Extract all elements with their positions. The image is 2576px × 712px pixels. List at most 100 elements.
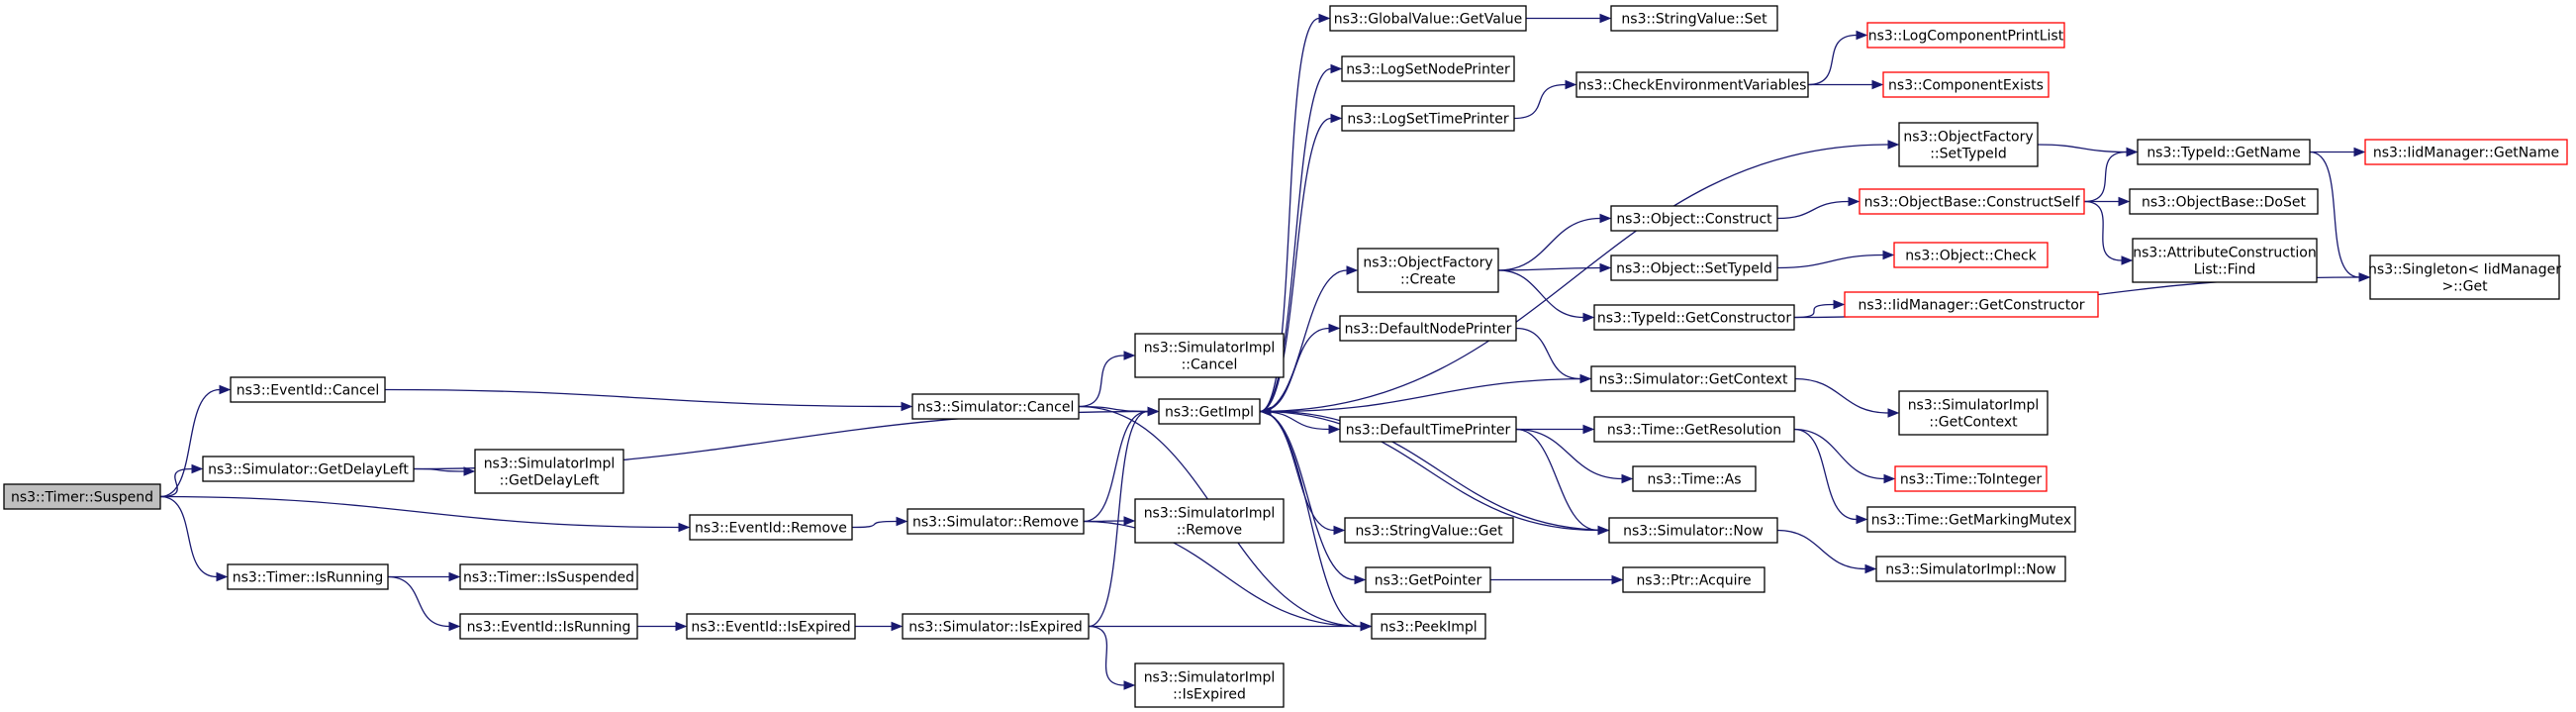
arrowhead-icon	[1856, 30, 1868, 41]
node-objectbase_doset[interactable]: ns3::ObjectBase::DoSet	[2129, 188, 2319, 215]
node-typeid_getconstructor[interactable]: ns3::TypeId::GetConstructor	[1593, 304, 1795, 331]
arrowhead-icon	[1147, 406, 1160, 417]
node-logsettimeprinter[interactable]: ns3::LogSetTimePrinter	[1341, 105, 1515, 132]
node-logsetnodeprinter[interactable]: ns3::LogSetNodePrinter	[1341, 55, 1515, 82]
node-eventid_remove[interactable]: ns3::EventId::Remove	[689, 514, 853, 541]
node-box	[202, 456, 415, 482]
node-sim_cancel[interactable]: ns3::Simulator::Cancel	[911, 393, 1080, 420]
node-box	[230, 376, 386, 403]
node-box	[1365, 566, 1491, 593]
node-eventid_isexpired[interactable]: ns3::EventId::IsExpired	[686, 613, 856, 640]
node-defaultnodeprinter[interactable]: ns3::DefaultNodePrinter	[1339, 315, 1517, 342]
node-box	[1866, 506, 2076, 533]
arrowhead-icon	[2353, 147, 2366, 157]
node-iidmanager_getconstructor[interactable]: ns3::IidManager::GetConstructor	[1844, 291, 2099, 318]
node-globalvalue_getvalue[interactable]: ns3::GlobalValue::GetValue	[1329, 5, 1527, 32]
edge-objectbase_constructself-to-attrconstructionlist_find	[2083, 200, 2134, 265]
edge-objectbase_constructself-to-typeid_getname	[2083, 147, 2139, 203]
node-eventid_cancel[interactable]: ns3::EventId::Cancel	[230, 376, 386, 403]
node-objectbase_constructself[interactable]: ns3::ObjectBase::ConstructSelf	[1859, 188, 2085, 215]
edge-defaultnodeprinter-to-sim_getcontext	[1515, 327, 1592, 384]
node-box	[2129, 188, 2319, 215]
node-singleton_get[interactable]: ns3::Singleton< IidManager >::Get	[2368, 254, 2561, 300]
node-getimpl[interactable]: ns3::GetImpl	[1158, 398, 1261, 425]
node-box	[1893, 242, 2049, 268]
edge-sim_getcontext-to-getimpl	[1259, 377, 1592, 417]
node-stringvalue_set[interactable]: ns3::StringValue::Set	[1610, 5, 1778, 32]
edge-line	[1270, 377, 1592, 413]
node-sim_getcontext[interactable]: ns3::Simulator::GetContext	[1590, 365, 1796, 392]
arrowhead-icon	[1864, 563, 1877, 574]
edge-line	[1259, 410, 1599, 532]
node-time_tointeger[interactable]: ns3::Time::ToInteger	[1894, 465, 2048, 492]
node-box	[1610, 205, 1778, 232]
node-time_getresolution[interactable]: ns3::Time::GetResolution	[1593, 416, 1795, 443]
node-box	[1134, 662, 1285, 708]
node-object_check[interactable]: ns3::Object::Check	[1893, 242, 2049, 268]
edge-objfactory_create-to-object_construct	[1497, 213, 1612, 271]
edge-line	[1807, 34, 1858, 86]
node-simimpl_now[interactable]: ns3::SimulatorImpl::Now	[1875, 556, 2066, 582]
node-simimpl_getcontext[interactable]: ns3::SimulatorImpl::GetContext	[1898, 390, 2049, 436]
edge-eventid_isexpired-to-sim_isexpired	[855, 621, 904, 632]
node-simimpl_remove[interactable]: ns3::SimulatorImpl::Remove	[1134, 498, 1285, 544]
edge-line	[1270, 410, 1610, 532]
node-simimpl_getdelayleft[interactable]: ns3::SimulatorImpl::GetDelayLeft	[474, 449, 624, 494]
arrowhead-icon	[1360, 621, 1373, 632]
arrowhead-icon	[1856, 514, 1868, 525]
node-logcomponentprintlist[interactable]: ns3::LogComponentPrintList	[1866, 22, 2065, 49]
node-label: ns3::LogSetNodePrinter	[1346, 62, 1510, 78]
node-label: ::Create	[1400, 272, 1456, 288]
node-componentexists[interactable]: ns3::ComponentExists	[1882, 71, 2050, 98]
node-ptr_acquire[interactable]: ns3::Ptr::Acquire	[1622, 566, 1765, 593]
node-sim_isexpired[interactable]: ns3::Simulator::IsExpired	[902, 613, 1090, 640]
node-sim_now[interactable]: ns3::Simulator::Now	[1608, 517, 1778, 544]
node-time_as[interactable]: ns3::Time::As	[1632, 465, 1757, 492]
node-box	[1341, 105, 1515, 132]
node-timer_isrunning[interactable]: ns3::Timer::IsRunning	[227, 563, 389, 590]
node-typeid_getname[interactable]: ns3::TypeId::GetName	[2137, 139, 2311, 165]
node-label: ns3::GetPointer	[1375, 573, 1482, 589]
node-checkenvvars[interactable]: ns3::CheckEnvironmentVariables	[1575, 71, 1809, 98]
node-sim_remove[interactable]: ns3::Simulator::Remove	[906, 508, 1085, 535]
node-stringvalue_get[interactable]: ns3::StringValue::Get	[1344, 517, 1514, 544]
node-label: ns3::EventId::Remove	[695, 521, 847, 537]
edge-getimpl-to-objfactory_settypeid	[1259, 140, 1900, 413]
node-box	[459, 563, 638, 590]
edge-logsettimeprinter-to-checkenvvars	[1513, 79, 1577, 120]
arrowhead-icon	[1333, 525, 1346, 536]
node-label: ns3::Timer::Suspend	[11, 490, 153, 506]
node-box	[1875, 556, 2066, 582]
node-label: ::GetDelayLeft	[500, 473, 600, 489]
edge-object_settypeid-to-object_check	[1776, 250, 1895, 269]
edge-suspend-to-eventid_remove	[159, 495, 691, 533]
arrowhead-icon	[1887, 140, 1900, 150]
edge-sim_isexpired-to-getimpl	[1088, 406, 1160, 628]
node-time_getmarkingmutex[interactable]: ns3::Time::GetMarkingMutex	[1866, 506, 2076, 533]
node-getpointer[interactable]: ns3::GetPointer	[1365, 566, 1491, 593]
node-object_settypeid[interactable]: ns3::Object::SetTypeId	[1610, 254, 1778, 281]
node-box	[1866, 22, 2065, 49]
node-objfactory_settypeid[interactable]: ns3::ObjectFactory::SetTypeId	[1898, 122, 2039, 167]
edge-line	[1515, 428, 1623, 480]
node-eventid_isrunning[interactable]: ns3::EventId::IsRunning	[459, 613, 638, 640]
node-object_construct[interactable]: ns3::Object::Construct	[1610, 205, 1778, 232]
node-suspend[interactable]: ns3::Timer::Suspend	[3, 483, 161, 510]
edge-defaulttimeprinter-to-time_as	[1515, 428, 1634, 484]
node-iidmanager_getname[interactable]: ns3::IidManager::GetName	[2364, 139, 2568, 165]
node-box	[902, 613, 1090, 640]
node-defaulttimeprinter[interactable]: ns3::DefaultTimePrinter	[1339, 416, 1517, 443]
node-label: ns3::DefaultTimePrinter	[1346, 423, 1511, 439]
arrowhead-icon	[1318, 13, 1331, 24]
node-box	[1882, 71, 2050, 98]
node-timer_issuspended[interactable]: ns3::Timer::IsSuspended	[459, 563, 638, 590]
edge-checkenvvars-to-componentexists	[1808, 79, 1884, 90]
node-label: ns3::CheckEnvironmentVariables	[1578, 78, 1807, 94]
node-objfactory_create[interactable]: ns3::ObjectFactory::Create	[1357, 248, 1499, 293]
node-peekimpl[interactable]: ns3::PeekImpl	[1371, 613, 1486, 640]
arrowhead-icon	[678, 522, 691, 533]
node-simimpl_cancel[interactable]: ns3::SimulatorImpl::Cancel	[1134, 333, 1285, 378]
node-sim_getdelayleft[interactable]: ns3::Simulator::GetDelayLeft	[202, 456, 415, 482]
node-simimpl_isexpired[interactable]: ns3::SimulatorImpl::IsExpired	[1134, 662, 1285, 708]
